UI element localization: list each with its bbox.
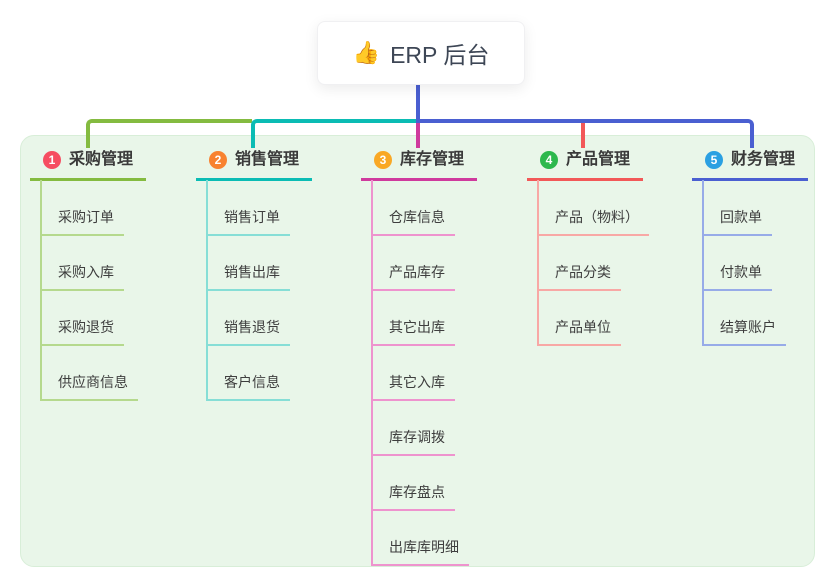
child-row: 产品库存 <box>361 236 521 291</box>
branch-column: 5 财务管理 回款单 付款单 结算账户 <box>692 150 839 346</box>
child-node[interactable]: 销售出库 <box>206 262 290 291</box>
child-node[interactable]: 库存调拨 <box>371 427 455 456</box>
branch-children: 回款单 付款单 结算账户 <box>692 180 839 346</box>
child-node[interactable]: 产品库存 <box>371 262 455 291</box>
child-node[interactable]: 产品单位 <box>537 317 621 346</box>
branch-node[interactable]: 5 财务管理 <box>692 150 808 181</box>
root-label: ERP 后台 <box>390 42 490 68</box>
child-node[interactable]: 出库库明细 <box>371 537 469 566</box>
branch-node[interactable]: 2 销售管理 <box>196 150 312 181</box>
branch-children: 采购订单 采购入库 采购退货 供应商信息 <box>30 180 190 401</box>
child-row: 出库库明细 <box>361 511 521 566</box>
branch-number-badge: 2 <box>209 151 227 169</box>
branch-children: 产品（物料） 产品分类 产品单位 <box>527 180 687 346</box>
branch-spine-line <box>537 180 539 346</box>
child-node[interactable]: 采购入库 <box>40 262 124 291</box>
child-row: 销售退货 <box>196 291 356 346</box>
branch-column: 4 产品管理 产品（物料） 产品分类 产品单位 <box>527 150 687 346</box>
branch-label: 库存管理 <box>400 151 465 168</box>
child-node[interactable]: 库存盘点 <box>371 482 455 511</box>
branch-spine-line <box>371 180 373 566</box>
child-row: 回款单 <box>692 181 839 236</box>
child-row: 客户信息 <box>196 346 356 401</box>
child-row: 产品分类 <box>527 236 687 291</box>
child-node[interactable]: 仓库信息 <box>371 207 455 236</box>
child-row: 采购退货 <box>30 291 190 346</box>
branch-node[interactable]: 4 产品管理 <box>527 150 643 181</box>
root-connector-line <box>416 83 420 123</box>
child-node[interactable]: 产品（物料） <box>537 207 649 236</box>
child-row: 结算账户 <box>692 291 839 346</box>
child-row: 产品（物料） <box>527 181 687 236</box>
child-node[interactable]: 付款单 <box>702 262 772 291</box>
child-node[interactable]: 供应商信息 <box>40 372 138 401</box>
branch-connector-line <box>416 119 754 148</box>
branch-number-badge: 5 <box>705 151 723 169</box>
branch-connector-line <box>416 123 420 148</box>
branch-number-badge: 4 <box>540 151 558 169</box>
branch-children: 仓库信息 产品库存 其它出库 其它入库 库存调拨 库存盘点 出库库明细 <box>361 180 521 566</box>
child-node[interactable]: 产品分类 <box>537 262 621 291</box>
child-row: 库存调拨 <box>361 401 521 456</box>
child-row: 付款单 <box>692 236 839 291</box>
branch-children: 销售订单 销售出库 销售退货 客户信息 <box>196 180 356 401</box>
child-row: 产品单位 <box>527 291 687 346</box>
child-row: 仓库信息 <box>361 181 521 236</box>
branch-connector-line <box>581 123 585 148</box>
branch-label: 销售管理 <box>235 151 300 168</box>
branch-number-badge: 3 <box>374 151 392 169</box>
branch-column: 2 销售管理 销售订单 销售出库 销售退货 客户信息 <box>196 150 356 401</box>
child-row: 采购入库 <box>30 236 190 291</box>
child-row: 库存盘点 <box>361 456 521 511</box>
child-node[interactable]: 其它入库 <box>371 372 455 401</box>
branch-node[interactable]: 3 库存管理 <box>361 150 477 181</box>
child-node[interactable]: 其它出库 <box>371 317 455 346</box>
child-row: 其它入库 <box>361 346 521 401</box>
branch-column: 1 采购管理 采购订单 采购入库 采购退货 供应商信息 <box>30 150 190 401</box>
child-node[interactable]: 采购订单 <box>40 207 124 236</box>
child-node[interactable]: 客户信息 <box>206 372 290 401</box>
branch-spine-line <box>702 180 704 346</box>
branch-number-badge: 1 <box>43 151 61 169</box>
child-node[interactable]: 销售订单 <box>206 207 290 236</box>
child-row: 销售订单 <box>196 181 356 236</box>
branches-panel <box>20 135 815 567</box>
child-node[interactable]: 结算账户 <box>702 317 786 346</box>
branch-connector-line <box>86 119 252 148</box>
branch-label: 产品管理 <box>566 151 631 168</box>
child-node[interactable]: 回款单 <box>702 207 772 236</box>
branch-connector-line <box>251 119 418 148</box>
child-node[interactable]: 采购退货 <box>40 317 124 346</box>
branch-label: 财务管理 <box>731 151 796 168</box>
child-row: 其它出库 <box>361 291 521 346</box>
branch-column: 3 库存管理 仓库信息 产品库存 其它出库 其它入库 库存调拨 库存盘点 出库库… <box>361 150 521 566</box>
branch-node[interactable]: 1 采购管理 <box>30 150 146 181</box>
thumbs-up-icon: 👍 <box>352 40 381 65</box>
child-row: 采购订单 <box>30 181 190 236</box>
root-node[interactable]: 👍 ERP 后台 <box>317 21 525 85</box>
child-row: 供应商信息 <box>30 346 190 401</box>
branch-label: 采购管理 <box>69 151 134 168</box>
child-node[interactable]: 销售退货 <box>206 317 290 346</box>
child-row: 销售出库 <box>196 236 356 291</box>
